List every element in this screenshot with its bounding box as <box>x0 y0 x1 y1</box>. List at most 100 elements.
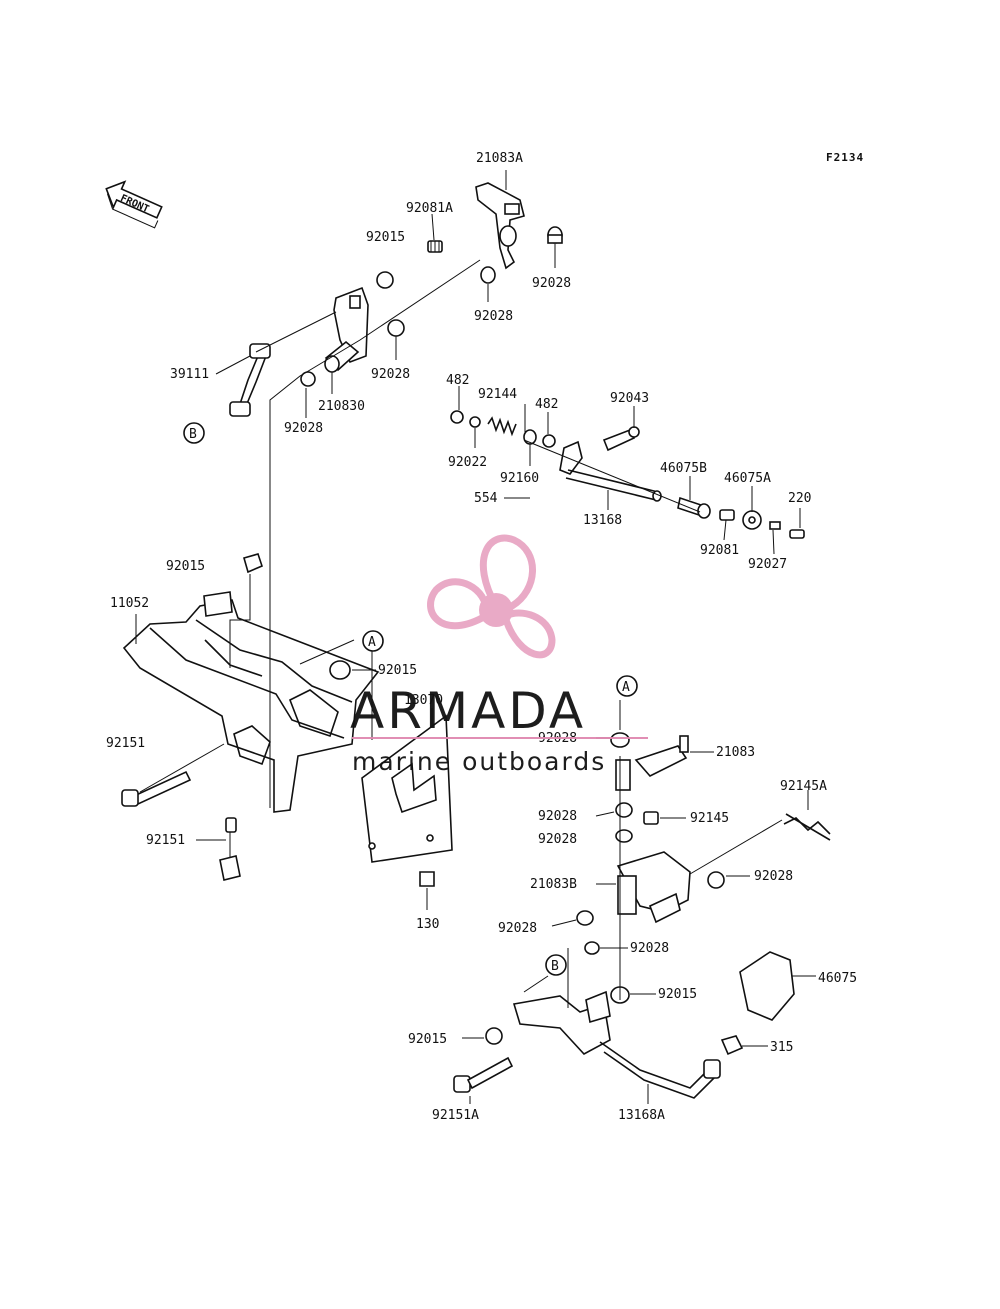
part-label: 92028 <box>474 309 513 324</box>
bracket-21083a-drawing <box>475 182 525 270</box>
bolt-92151-horizontal-drawing <box>121 770 192 807</box>
washer-92022-drawing <box>469 416 481 428</box>
propeller-logo-icon <box>427 534 556 659</box>
part-label: 92015 <box>658 987 697 1002</box>
pad-46075-drawing <box>739 951 795 1021</box>
part-label: 92151A <box>432 1108 479 1123</box>
part-label: 92081A <box>406 201 453 216</box>
collar-46075b-drawing <box>677 496 711 519</box>
bracket-21083-drawing <box>615 735 689 791</box>
washer-92028-lower-e-drawing <box>584 941 600 955</box>
bolt-92151-vertical-drawing <box>219 817 241 881</box>
rod-39111-drawing <box>229 343 271 417</box>
nut-92015-upper-drawing <box>243 553 263 574</box>
circlip-482-a-drawing <box>450 410 464 424</box>
bushing-top-left-drawing <box>376 271 394 289</box>
bushing-92028-top-a-drawing <box>547 226 563 244</box>
front-arrow-icon: FRONT <box>105 180 163 229</box>
svg-text:A: A <box>368 635 376 650</box>
part-label: 92145A <box>780 779 827 794</box>
bushing-92028-top-b-drawing <box>480 266 496 284</box>
spring-92145a-drawing <box>783 813 831 841</box>
part-label: 46075B <box>660 461 707 476</box>
part-label: 92028 <box>538 832 577 847</box>
bushing-92028-lower-b-drawing <box>615 802 633 818</box>
watermark-brand: ARMADA <box>350 682 586 740</box>
svg-text:B: B <box>189 427 197 442</box>
spring-92081-drawing <box>719 509 735 521</box>
part-label: 482 <box>535 397 558 412</box>
circlip-482-b-drawing <box>542 434 556 448</box>
marker-a-lower: A <box>616 675 638 697</box>
svg-text:B: B <box>551 959 559 974</box>
part-label: 92028 <box>538 809 577 824</box>
part-label: 92022 <box>448 455 487 470</box>
marker-b-lower: B <box>545 954 567 976</box>
watermark-tagline: marine outboards <box>352 747 606 776</box>
part-label: 92028 <box>630 941 669 956</box>
bushing-92028-mid-drawing <box>387 319 405 337</box>
bushing-92028-right-drawing <box>707 871 725 889</box>
marker-a-upper: A <box>362 630 384 652</box>
part-label: 554 <box>474 491 498 506</box>
part-label: 220 <box>788 491 811 506</box>
frame-11052-drawing <box>122 591 380 813</box>
svg-text:A: A <box>622 680 630 695</box>
collar-210830-drawing <box>324 340 360 373</box>
part-label: 11052 <box>110 596 149 611</box>
plate-13070-drawing <box>361 714 453 863</box>
spring-92144-drawing <box>487 416 517 437</box>
nut-315-drawing <box>720 1035 744 1056</box>
pin-92043-drawing <box>602 426 640 452</box>
part-label: 92081 <box>700 543 739 558</box>
marker-b-upper: B <box>183 422 205 444</box>
part-label: 13070 <box>404 693 443 708</box>
part-label: 92160 <box>500 471 539 486</box>
pin-92027-drawing <box>769 521 781 530</box>
part-label: 46075A <box>724 471 771 486</box>
pedal-13168a-drawing <box>512 990 721 1099</box>
part-label: 92028 <box>754 869 793 884</box>
part-label: 92015 <box>378 663 417 678</box>
part-label: 315 <box>770 1040 793 1055</box>
washer-46075a-drawing <box>742 510 762 530</box>
bushing-92028-left-drawing <box>300 371 316 387</box>
part-label: 92015 <box>408 1032 447 1047</box>
bolt-220-drawing <box>789 529 805 539</box>
part-label: 13168A <box>618 1108 665 1123</box>
part-label: 130 <box>416 917 439 932</box>
spring-92145-drawing <box>643 811 659 825</box>
watermark: ARMADA marine outboards <box>350 534 648 776</box>
part-label: 92028 <box>498 921 537 936</box>
washer-92160-drawing <box>523 429 537 445</box>
part-labels: 21083A 92081A 92015 92028 92028 92028 39… <box>106 151 857 1123</box>
part-label: 21083A <box>476 151 523 166</box>
part-label: 92015 <box>366 230 405 245</box>
part-label: 21083 <box>716 745 755 760</box>
bolt-130-drawing <box>419 871 435 887</box>
bushing-92028-lower-c-drawing <box>615 829 633 843</box>
diagram-code: F2134 <box>826 151 864 164</box>
bolt-92081a-drawing <box>427 240 443 253</box>
bushing-92028-lower-d-drawing <box>576 910 594 926</box>
part-label: 92015 <box>166 559 205 574</box>
part-label: 92028 <box>532 276 571 291</box>
part-label: 92144 <box>478 387 517 402</box>
lever-bracket-drawing <box>333 286 369 364</box>
nut-92015-pedal-b-drawing <box>485 1027 503 1045</box>
part-label: 92151 <box>106 736 145 751</box>
part-label: 92028 <box>284 421 323 436</box>
part-label: 482 <box>446 373 469 388</box>
bolt-92151a-drawing <box>453 1056 514 1093</box>
bushing-92028-lower-a-drawing <box>610 732 630 748</box>
leader-lines <box>135 170 816 1104</box>
part-label: 39111 <box>170 367 209 382</box>
part-label: 92145 <box>690 811 729 826</box>
nut-92015-frame-drawing <box>329 660 351 680</box>
part-label: 92043 <box>610 391 649 406</box>
part-label: 92151 <box>146 833 185 848</box>
bracket-21083b-drawing <box>616 851 691 924</box>
part-label: 21083B <box>530 877 577 892</box>
part-label: 92028 <box>371 367 410 382</box>
